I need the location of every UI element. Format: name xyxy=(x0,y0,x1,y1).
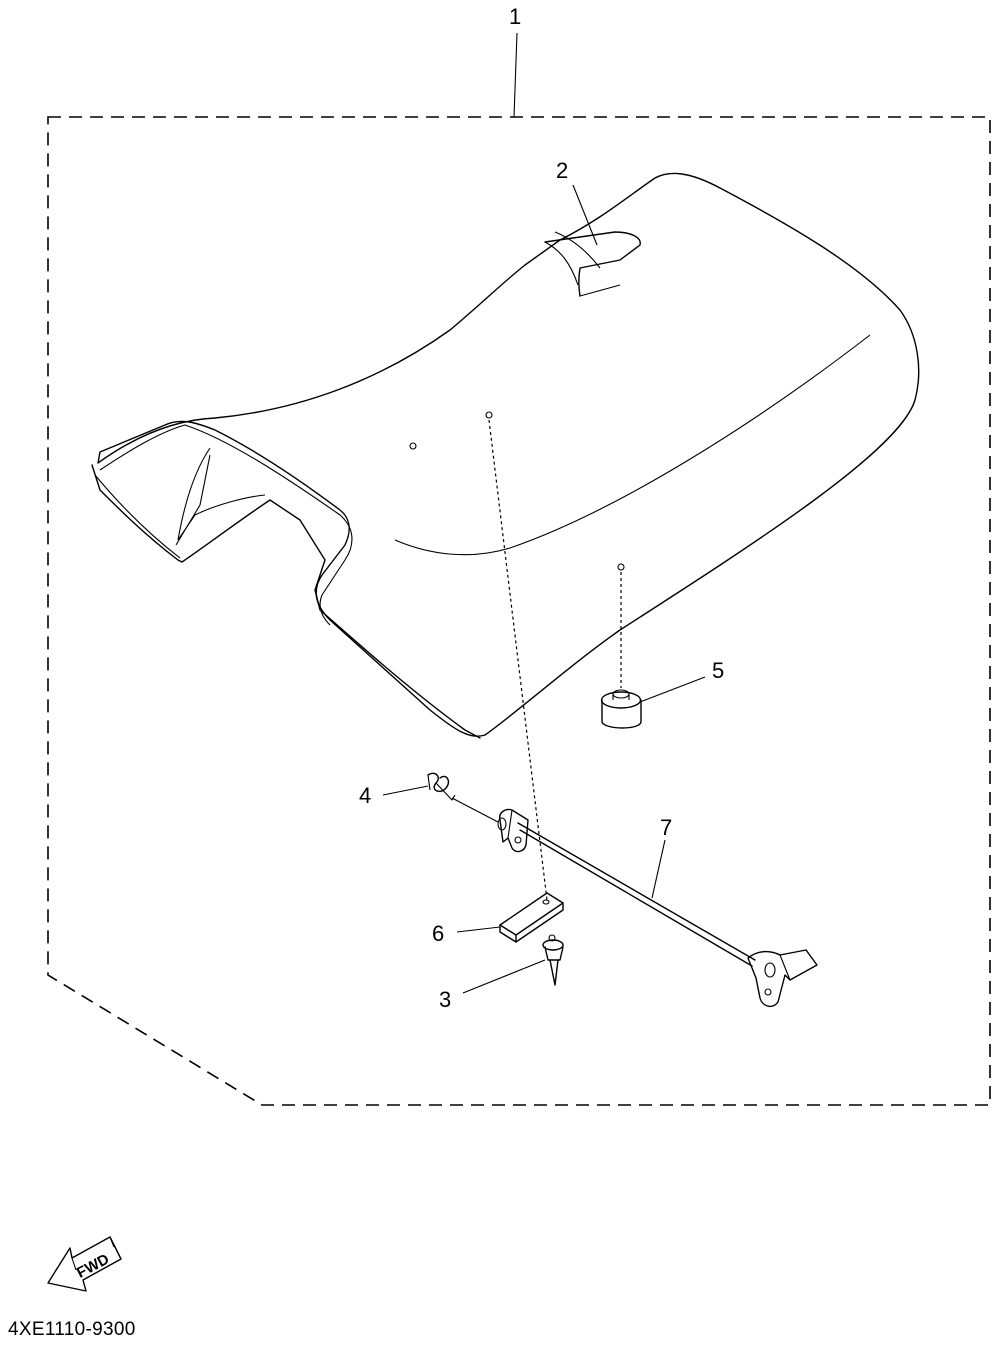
callout-4: 4 xyxy=(359,783,371,808)
callout-7: 7 xyxy=(660,815,672,840)
leader-5 xyxy=(639,676,706,703)
part-code: 4XE1110-9300 xyxy=(8,1319,136,1340)
plate xyxy=(499,892,564,943)
spring xyxy=(427,772,456,801)
svg-text:FWD: FWD xyxy=(74,1251,112,1282)
rivet xyxy=(542,934,564,986)
callout-6: 6 xyxy=(432,921,444,946)
fwd-arrow-icon: FWD xyxy=(47,1236,122,1292)
leader-4 xyxy=(382,785,429,796)
callout-2: 2 xyxy=(556,158,568,183)
assembly-line-bracket xyxy=(488,419,548,901)
spring-axis-line xyxy=(451,797,499,823)
leader-2 xyxy=(572,184,598,246)
leader-6 xyxy=(456,926,501,933)
callout-3: 3 xyxy=(439,987,451,1012)
lock-rod xyxy=(497,808,818,1008)
callout-1: 1 xyxy=(509,4,521,29)
leader-7 xyxy=(651,839,666,899)
assembly-boundary xyxy=(47,116,991,1106)
leader-1 xyxy=(513,32,518,118)
leader-3 xyxy=(462,959,546,994)
damper xyxy=(600,689,642,729)
seat xyxy=(91,172,920,739)
callout-5: 5 xyxy=(712,658,724,683)
